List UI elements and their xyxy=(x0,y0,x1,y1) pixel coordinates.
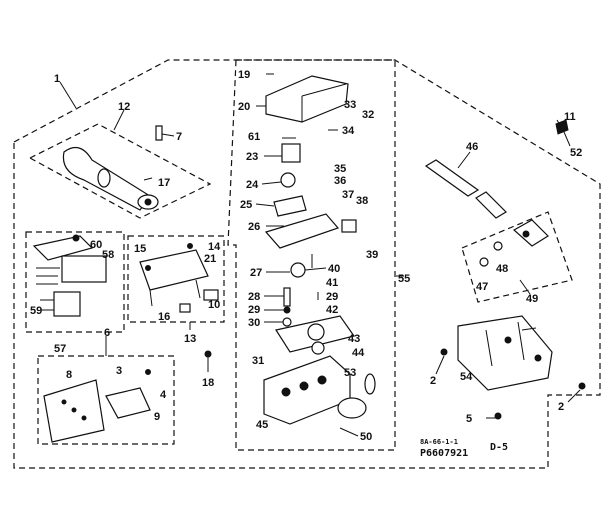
box-57 xyxy=(25,231,125,333)
label-50: 50 xyxy=(360,431,372,443)
label-16: 16 xyxy=(158,311,170,323)
label-2a: 2 xyxy=(430,375,436,387)
screw-18 xyxy=(204,350,212,366)
diagram-id: P6607921 xyxy=(420,448,468,459)
label-28: 28 xyxy=(248,291,260,303)
label-1: 1 xyxy=(54,73,60,85)
small-code: 8A-66-1-1 xyxy=(420,438,458,446)
label-26: 26 xyxy=(248,221,260,233)
label-7: 7 xyxy=(176,131,182,143)
label-46: 46 xyxy=(466,141,478,153)
label-36: 36 xyxy=(334,175,346,187)
screws-2-5 xyxy=(440,348,586,420)
label-8: 8 xyxy=(66,369,72,381)
label-4: 4 xyxy=(160,389,167,401)
label-15: 15 xyxy=(134,243,146,255)
page-code: D-5 xyxy=(490,442,508,453)
mounting-bracket-54 xyxy=(457,315,553,391)
label-48: 48 xyxy=(496,263,508,275)
burner-tube xyxy=(62,146,159,211)
part-7-clip xyxy=(155,125,163,141)
box-6 xyxy=(37,355,175,445)
label-11: 11 xyxy=(564,111,576,123)
label-14: 14 xyxy=(208,241,221,253)
label-45: 45 xyxy=(256,419,268,431)
label-2b: 2 xyxy=(558,401,564,413)
label-20: 20 xyxy=(238,101,250,113)
label-42: 42 xyxy=(326,304,338,316)
label-49: 49 xyxy=(526,293,538,305)
label-12: 12 xyxy=(118,101,130,113)
label-43: 43 xyxy=(348,333,360,345)
label-5: 5 xyxy=(466,413,472,425)
label-34: 34 xyxy=(342,125,355,137)
label-19: 19 xyxy=(238,69,250,81)
label-55: 55 xyxy=(398,273,410,285)
label-31: 31 xyxy=(252,355,264,367)
valve-stack xyxy=(263,75,376,425)
label-38: 38 xyxy=(356,195,368,207)
label-59: 59 xyxy=(30,305,42,317)
tubes-46 xyxy=(424,159,507,219)
label-27: 27 xyxy=(250,267,262,279)
label-3: 3 xyxy=(116,365,122,377)
label-40: 40 xyxy=(328,263,340,275)
label-32: 32 xyxy=(362,109,374,121)
label-61: 61 xyxy=(248,131,260,143)
label-53: 53 xyxy=(344,367,356,379)
label-6: 6 xyxy=(104,327,110,339)
label-37: 37 xyxy=(342,189,354,201)
box-burner xyxy=(28,123,212,219)
label-29a: 29 xyxy=(248,304,260,316)
burner-mount-assembly xyxy=(43,369,151,443)
pilot-bracket xyxy=(139,243,219,313)
label-9: 9 xyxy=(154,411,160,423)
part-number-labels: 1 12 7 17 60 58 59 57 6 15 14 21 10 16 1… xyxy=(30,69,582,443)
label-10: 10 xyxy=(208,299,220,311)
label-33: 33 xyxy=(344,99,356,111)
valve-assembly-boundary xyxy=(227,59,396,451)
label-35: 35 xyxy=(334,163,346,175)
label-21: 21 xyxy=(204,253,216,265)
label-13: 13 xyxy=(184,333,196,345)
label-54: 54 xyxy=(460,371,473,383)
label-41: 41 xyxy=(326,277,338,289)
label-44: 44 xyxy=(352,347,365,359)
label-39: 39 xyxy=(366,249,378,261)
label-24: 24 xyxy=(246,179,259,191)
label-58: 58 xyxy=(102,249,114,261)
outer-boundary xyxy=(13,59,601,469)
label-30: 30 xyxy=(248,317,260,329)
thermocouple-assembly xyxy=(32,234,107,317)
orifice-holder xyxy=(479,219,549,267)
label-17: 17 xyxy=(158,177,170,189)
leader-lines xyxy=(59,73,581,437)
label-60: 60 xyxy=(90,239,102,251)
box-49 xyxy=(461,211,573,303)
label-57: 57 xyxy=(54,343,66,355)
label-29b: 29 xyxy=(326,291,338,303)
box-13 xyxy=(127,235,225,323)
label-52: 52 xyxy=(570,147,582,159)
label-18: 18 xyxy=(202,377,214,389)
label-47: 47 xyxy=(476,281,488,293)
label-25: 25 xyxy=(240,199,252,211)
label-23: 23 xyxy=(246,151,258,163)
